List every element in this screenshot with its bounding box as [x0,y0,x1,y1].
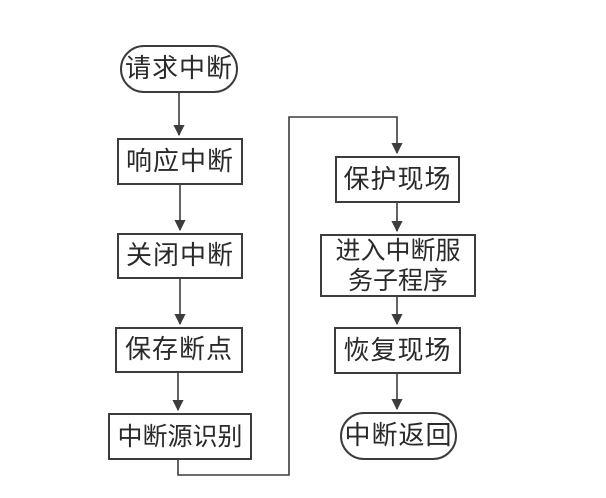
node-protect-scene: 保护现场 [335,156,460,203]
node-save-breakpoint-label: 保存断点 [124,335,233,365]
node-restore-scene-label: 恢复现场 [343,335,452,366]
node-respond-interrupt-label: 响应中断 [125,146,234,177]
node-request-interrupt: 请求中断 [120,45,238,93]
node-restore-scene: 恢复现场 [334,327,461,374]
node-close-interrupt-label: 关闭中断 [125,241,234,271]
node-request-interrupt-label: 请求中断 [124,54,233,84]
node-protect-scene-label: 保护现场 [343,164,452,195]
node-save-breakpoint: 保存断点 [115,327,243,373]
node-identify-interrupt-source: 中断源识别 [108,413,252,460]
connector-identify-to-protect [177,116,403,476]
node-close-interrupt: 关闭中断 [117,233,243,279]
node-identify-interrupt-source-label: 中断源识别 [117,421,243,451]
node-enter-interrupt-service-routine: 进入中断服务子程序 [320,234,476,297]
node-enter-interrupt-service-routine-label: 进入中断服务子程序 [335,235,461,295]
node-interrupt-return: 中断返回 [340,412,457,460]
node-interrupt-return-label: 中断返回 [344,421,453,451]
node-respond-interrupt: 响应中断 [117,138,243,185]
